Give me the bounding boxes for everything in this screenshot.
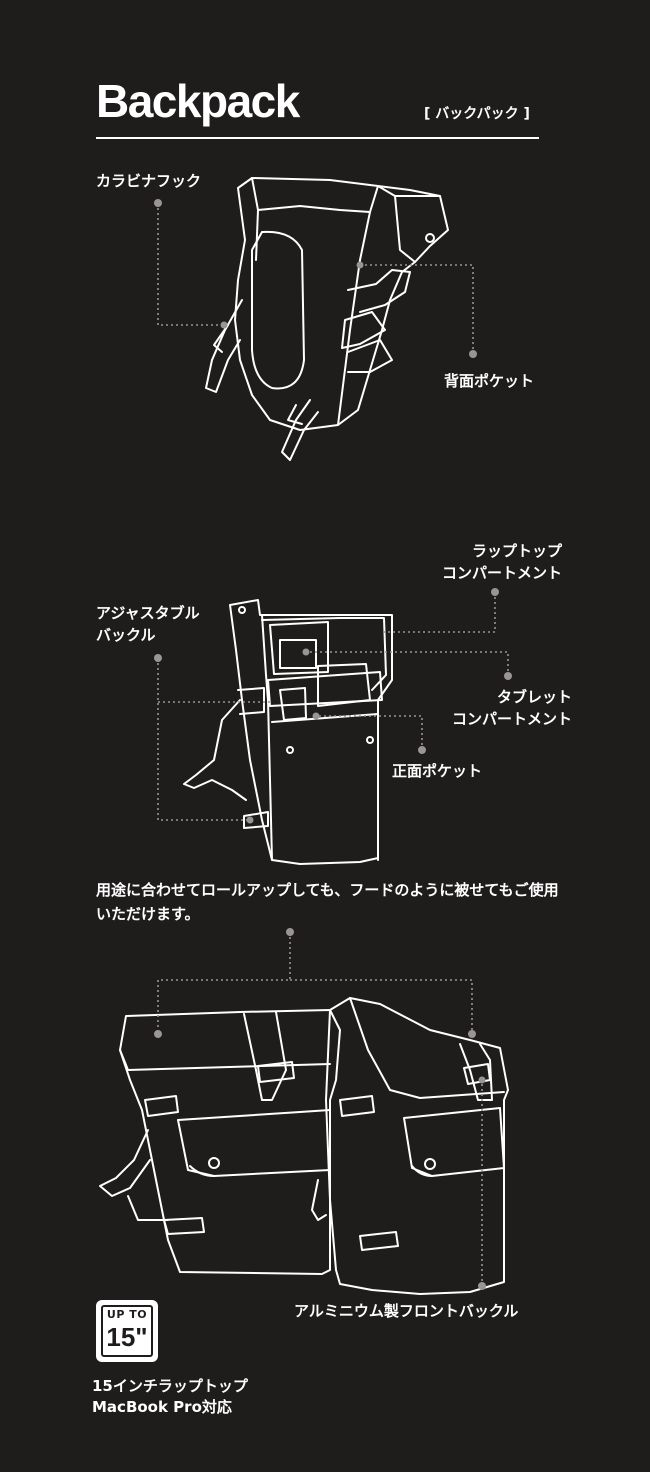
page-subtitle: [ バックパック ] xyxy=(424,106,530,122)
laptop-size-badge: UP TO 15" xyxy=(96,1300,158,1362)
backpack-rolled-left-drawing xyxy=(99,1009,341,1275)
callout-adjustable-buckle: アジャスタブル バックル xyxy=(96,604,200,644)
usage-caption: 用途に合わせてロールアップしても、フードのように被せてもご使用いただけます。 xyxy=(96,881,559,923)
callout-aluminum-buckle: アルミニウム製フロントバックル xyxy=(294,1302,519,1320)
callout-back-pocket: 背面ポケット xyxy=(444,372,535,390)
badge-size: 15" xyxy=(106,1322,148,1352)
badge-up-to: UP TO xyxy=(106,1308,148,1321)
callout-carabiner-hook: カラビナフック xyxy=(96,172,202,190)
callout-tablet-compartment: タブレット コンパートメント xyxy=(451,688,572,728)
backpack-open-view-drawing xyxy=(183,599,393,865)
compatibility-text: 15インチラップトップ MacBook Pro対応 xyxy=(92,1377,248,1416)
backpack-back-view-drawing xyxy=(205,177,449,461)
title-divider xyxy=(96,137,539,139)
badge-frame xyxy=(101,1305,153,1357)
callout-front-pocket: 正面ポケット xyxy=(392,762,483,780)
page-title: Backpack xyxy=(96,75,300,127)
callout-laptop-compartment: ラップトップ コンパートメント xyxy=(441,542,562,582)
backpack-hood-right-drawing xyxy=(311,997,509,1295)
